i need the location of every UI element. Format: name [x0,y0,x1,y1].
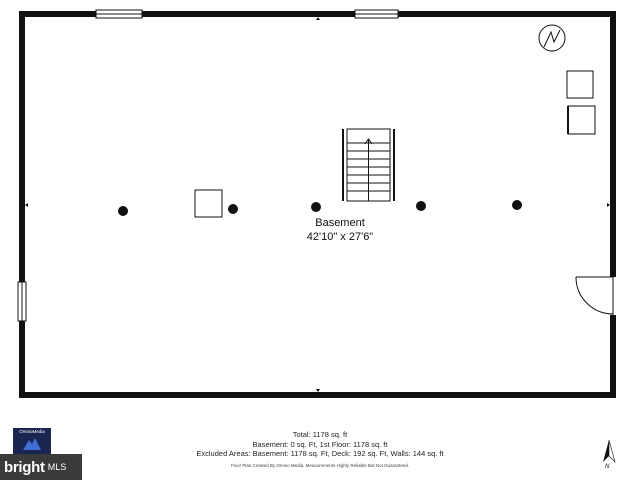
support-post [228,204,238,214]
mls-wordmark: MLS [47,462,67,472]
floor-areas: Basement: 0 sq. Ft, 1st Floor: 1178 sq. … [252,439,388,449]
appliance-lower [567,105,596,135]
omnio-mountain-icon [23,438,41,450]
support-post [416,201,426,211]
window-top-right [354,9,399,19]
excluded-areas: Excluded Areas: Basement: 1178 sq. Ft, D… [196,449,444,458]
support-post [118,206,128,216]
omnio-media-wordmark: OmnioMedia [19,429,45,434]
credit-line: Floor Plan Created By Omnio Media. Measu… [230,463,410,468]
total-area: Total: 1178 sq. ft [292,430,348,439]
door-right [575,276,618,315]
omnio-media-logo: OmnioMedia [13,428,51,455]
floor-plan [17,9,618,398]
bright-mls-logo: bright MLS [0,454,82,480]
room-dimensions: 42'10" x 27'6" [306,231,374,243]
water-heater-icon [538,24,566,52]
bright-wordmark: bright [4,458,45,476]
utility-box [194,189,223,218]
north-arrow-icon [603,440,616,464]
window-left [17,281,27,322]
support-post [311,202,321,212]
support-posts [118,200,522,216]
room-name: Basement [315,217,365,229]
window-top-left [95,9,143,19]
wall-markers [25,17,610,392]
staircase [342,128,395,202]
exterior-wall [19,11,616,398]
compass-label: N [605,464,610,470]
appliance-upper [566,70,594,99]
support-post [512,200,522,210]
